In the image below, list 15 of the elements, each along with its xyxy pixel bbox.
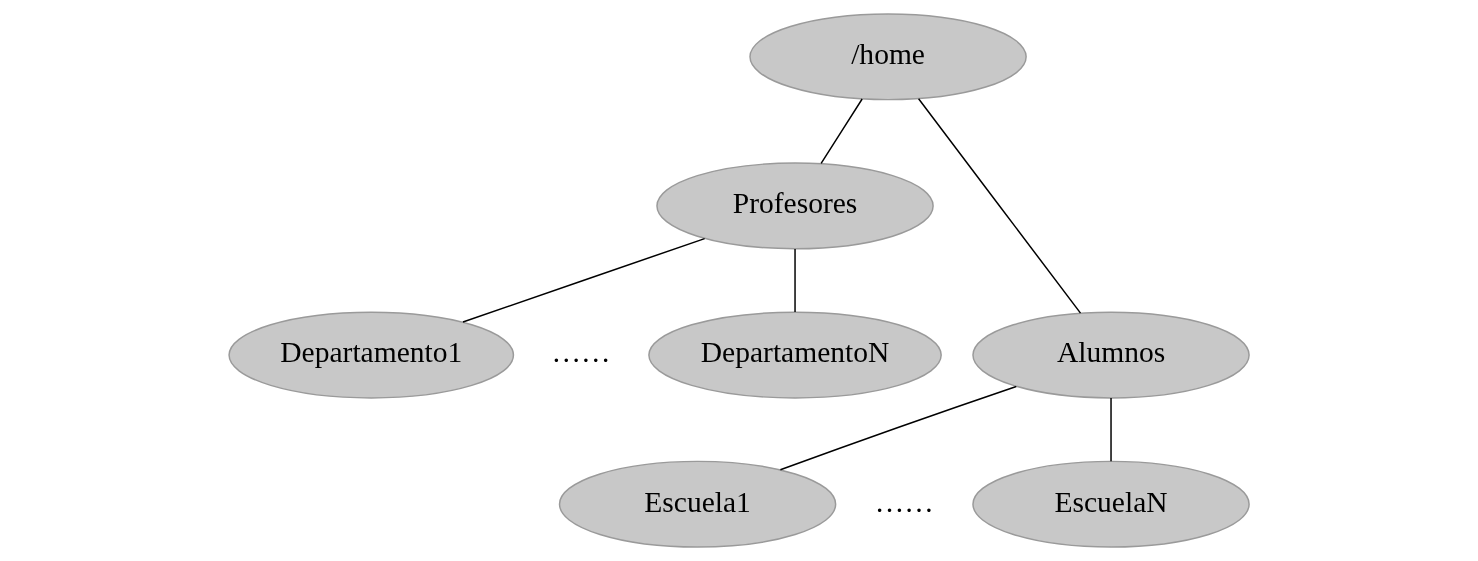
- connector: [779, 385, 1018, 471]
- connector: [794, 248, 796, 313]
- node-ellipse: EscuelaN: [972, 460, 1250, 548]
- connector: [917, 98, 1082, 314]
- node-ellipse: Profesores: [656, 162, 934, 250]
- label: ……: [874, 485, 934, 518]
- connector: [1110, 397, 1112, 462]
- node-ellipse: Escuela1: [558, 460, 837, 548]
- node-ellipse: DepartamentoN: [648, 311, 942, 399]
- node-ellipse: /home: [749, 13, 1027, 101]
- connector: [462, 237, 706, 323]
- node-ellipse: Alumnos: [972, 311, 1250, 399]
- node-ellipse: Departamento1: [228, 311, 515, 399]
- label: ……: [551, 336, 611, 369]
- connector: [820, 98, 863, 165]
